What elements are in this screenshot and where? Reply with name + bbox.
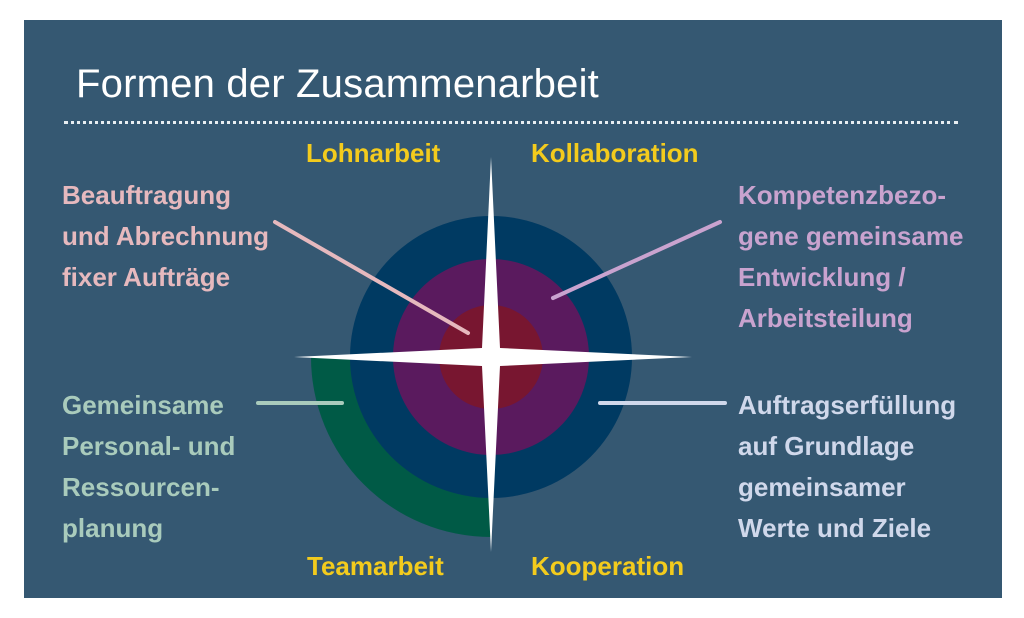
label-kooperation: Kooperation <box>531 551 685 581</box>
desc-lohnarbeit-line: Beauftragung <box>62 180 231 210</box>
desc-kooperation-line: auf Grundlage <box>738 431 915 461</box>
desc-lohnarbeit-line: und Abrechnung <box>62 221 270 251</box>
desc-lohnarbeit-line: fixer Aufträge <box>62 262 231 292</box>
page-title: Formen der Zusammenarbeit <box>76 62 599 106</box>
desc-kollaboration-line: gene gemeinsame <box>738 221 964 251</box>
connector-lohnarbeit <box>273 220 470 335</box>
desc-kollaboration-line: Entwicklung / <box>738 262 906 292</box>
title-divider <box>64 121 958 124</box>
connector-kollaboration <box>551 220 722 300</box>
desc-teamarbeit-line: Ressourcen- <box>62 472 220 502</box>
desc-kooperation-line: Werte und Ziele <box>738 513 932 543</box>
desc-kollaboration-line: Arbeitsteilung <box>738 303 913 333</box>
label-kollaboration: Kollaboration <box>531 138 699 168</box>
desc-kooperation: Auftragserfüllung auf Grundlage gemeinsa… <box>738 385 956 549</box>
desc-kollaboration-line: Kompetenzbezo- <box>738 180 946 210</box>
desc-kooperation-line: Auftragserfüllung <box>738 390 957 420</box>
label-lohnarbeit: Lohnarbeit <box>306 138 441 168</box>
desc-teamarbeit-line: Gemeinsame <box>62 390 224 420</box>
label-teamarbeit: Teamarbeit <box>307 551 444 581</box>
desc-teamarbeit-line: planung <box>62 513 164 543</box>
desc-teamarbeit: Gemeinsame Personal- und Ressourcen- pla… <box>62 385 235 549</box>
desc-kooperation-line: gemeinsamer <box>738 472 906 502</box>
compass-star <box>294 157 692 552</box>
desc-teamarbeit-line: Personal- und <box>62 431 236 461</box>
desc-kollaboration: Kompetenzbezo- gene gemeinsame Entwicklu… <box>738 175 963 339</box>
desc-lohnarbeit: Beauftragung und Abrechnung fixer Aufträ… <box>62 175 269 298</box>
